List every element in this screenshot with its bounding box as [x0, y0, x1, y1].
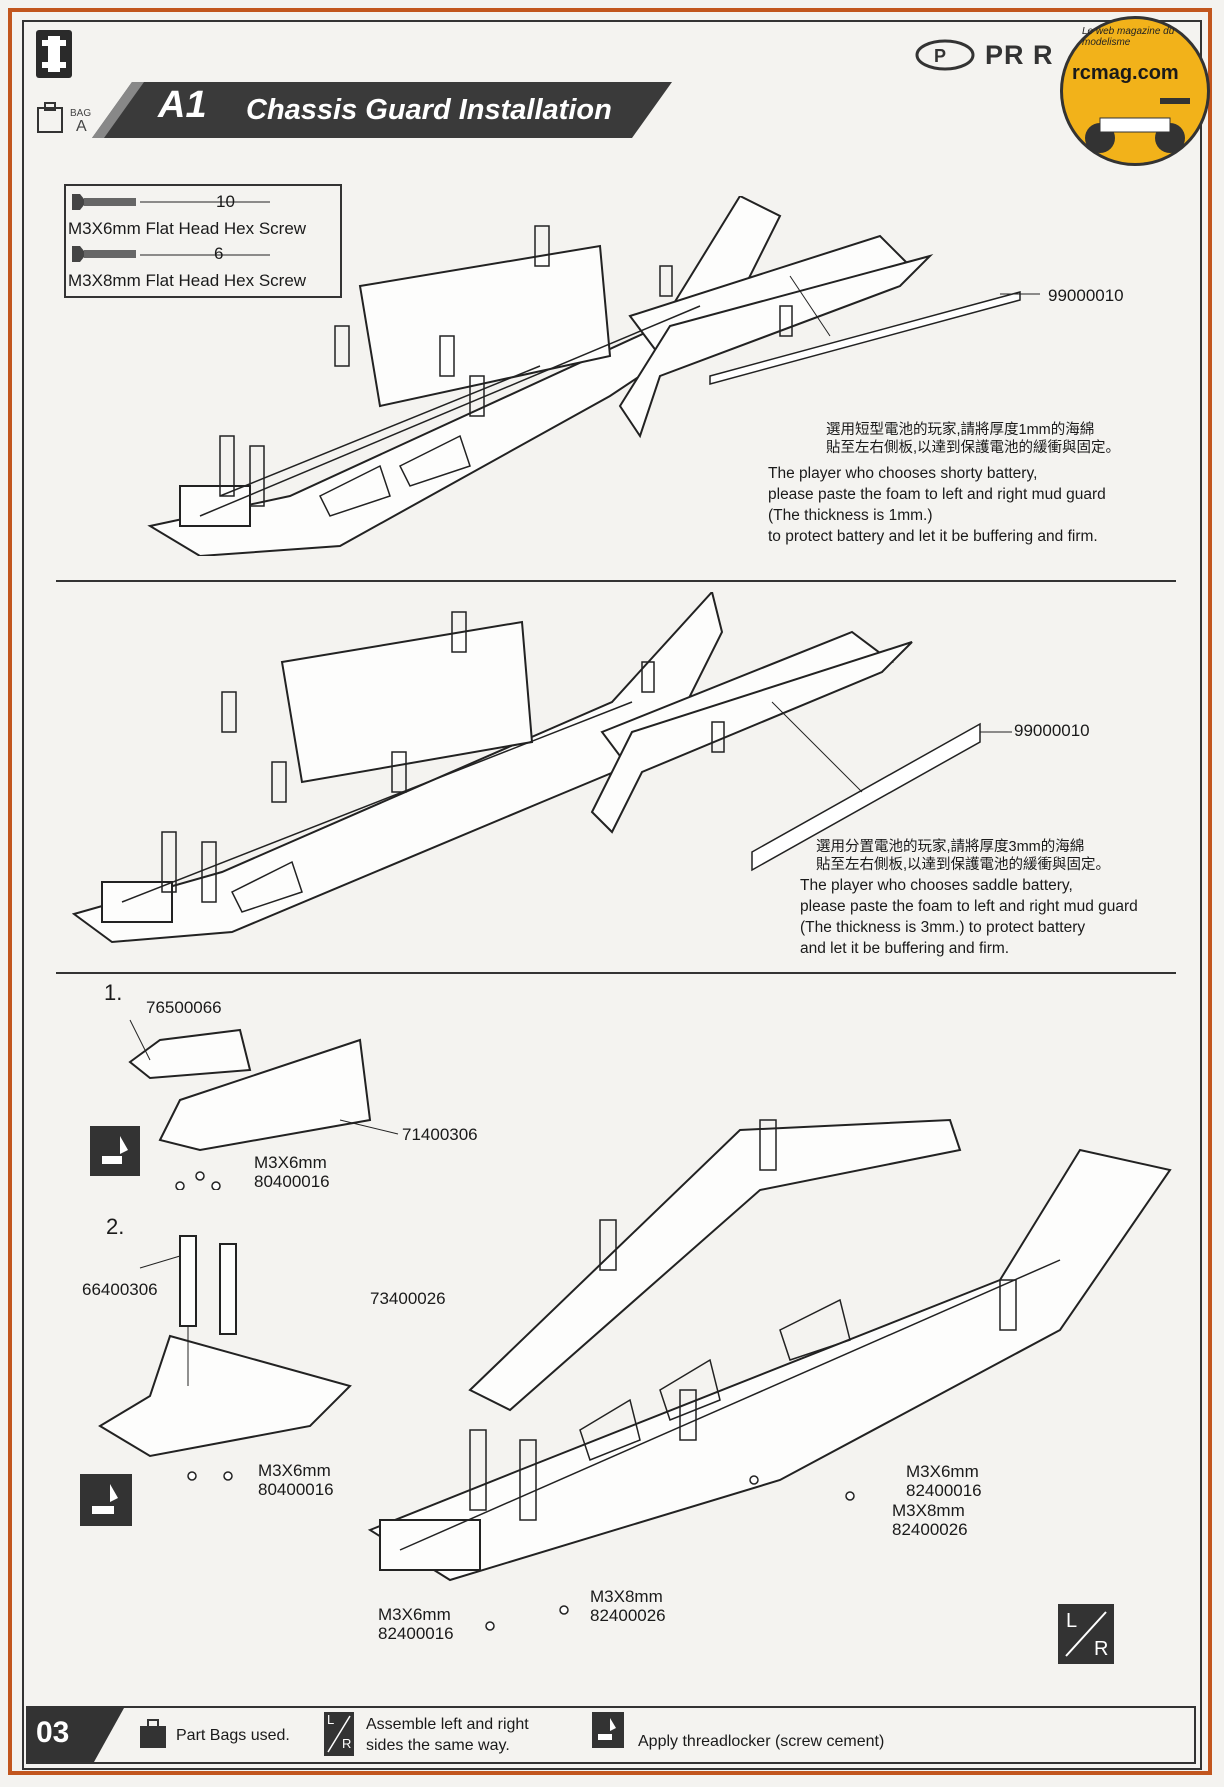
lr-badge-l: L [1066, 1610, 1078, 1632]
screw-qty-2: 6 [214, 244, 224, 263]
part-66400306: 66400306 [82, 1280, 158, 1299]
step-code: A1 [158, 84, 207, 126]
screw-legend: 10 M3X6mm Flat Head Hex Screw 6 M3X8mm F… [64, 184, 342, 298]
leader-line [140, 254, 270, 256]
part-73400026: 73400026 [370, 1289, 446, 1308]
note-en-2d: and let it be buffering and firm. [800, 940, 1010, 957]
header-band [92, 82, 672, 138]
screw-b6-pn: 82400016 [378, 1624, 454, 1643]
watermark-sub: Le web magazine du modelisme [1082, 26, 1175, 48]
screw-s1-pn: 80400016 [254, 1172, 330, 1191]
screw-r6-pn: 82400016 [906, 1481, 982, 1500]
part-number-foam-2: 99000010 [1014, 721, 1090, 740]
watermark-text: rcmag.com [1072, 62, 1179, 84]
bag-icon [36, 100, 64, 134]
brand-name: PR R [985, 40, 1054, 70]
section-divider [56, 972, 1176, 974]
step-title: Chassis Guard Installation [246, 94, 612, 126]
section-divider [56, 580, 1176, 582]
page-border [8, 8, 1212, 1775]
part-76500066: 76500066 [146, 998, 222, 1017]
screw-r6-label: M3X6mm [906, 1462, 979, 1481]
brand-logo-icon: P [914, 38, 976, 72]
screw-r8-pn: 82400026 [892, 1520, 968, 1539]
footer-lr-icon [324, 1712, 354, 1756]
bag-icon [138, 1718, 168, 1750]
bag-letter: A [76, 118, 87, 135]
chassis-drawing-section1 [147, 196, 1040, 556]
footer-part-bags: Part Bags used. [176, 1727, 290, 1744]
footer-threadlocker: Apply threadlocker (screw cement) [638, 1733, 885, 1750]
step-number-2: 2. [106, 1214, 125, 1239]
note-zh-2a: 選用分置電池的玩家,請將厚度3mm的海綿 [816, 839, 1085, 855]
watermark-logo [1060, 16, 1210, 166]
part-71400306: 71400306 [402, 1125, 478, 1144]
note-en-1d: to protect battery and let it be bufferi… [768, 528, 1098, 545]
lr-badge [1058, 1604, 1114, 1664]
lr-badge-r: R [1094, 1638, 1109, 1660]
part-number-foam-1: 99000010 [1048, 286, 1124, 305]
page-number: 03 [36, 1716, 70, 1749]
threadlocker-icon [80, 1474, 132, 1526]
note-en-2a: The player who chooses saddle battery, [800, 877, 1073, 894]
leader-line [140, 201, 270, 203]
footer-lr-l: L [327, 1712, 335, 1727]
page-number-tab [28, 1708, 124, 1762]
note-zh-2b: 貼至左右側板,以達到保護電池的緩衝與固定。 [816, 857, 1111, 873]
note-en-1b: please paste the foam to left and right … [768, 486, 1106, 503]
screw-s1-label: M3X6mm [254, 1153, 327, 1172]
screw-label-1: M3X6mm Flat Head Hex Screw [68, 219, 307, 238]
front-plate-drawing [128, 1019, 399, 1190]
screw-r8-label: M3X8mm [892, 1501, 965, 1520]
footer-assemble-2: sides the same way. [366, 1737, 510, 1754]
flat-screw-icon [72, 246, 136, 262]
footer-lr-r: R [342, 1736, 352, 1751]
bag-label: BAG [70, 108, 92, 119]
threadlocker-icon [90, 1126, 140, 1176]
screw-s2-label: M3X6mm [258, 1461, 331, 1480]
threadlocker-icon [592, 1712, 624, 1748]
screw-b8-label: M3X8mm [590, 1587, 663, 1606]
chassis-drawing-section2 [72, 592, 1012, 944]
note-zh-1a: 選用短型電池的玩家,請將厚度1mm的海綿 [826, 422, 1095, 438]
screw-label-2: M3X8mm Flat Head Hex Screw [68, 271, 307, 290]
step-number-1: 1. [104, 980, 123, 1005]
screw-b6-label: M3X6mm [378, 1605, 451, 1624]
front-plate-posts-drawing [98, 1235, 352, 1481]
chassis-icon [36, 30, 72, 78]
note-en-2c: (The thickness is 3mm.) to protect batte… [800, 919, 1086, 936]
note-en-2b: please paste the foam to left and right … [800, 898, 1138, 915]
inner-frame [22, 20, 1202, 1770]
note-zh-1b: 貼至左右側板,以達到保護電池的緩衝與固定。 [826, 440, 1121, 456]
assembled-chassis-drawing [367, 1118, 1172, 1631]
footer-assemble-1: Assemble left and right [366, 1716, 529, 1733]
note-en-1a: The player who chooses shorty battery, [768, 465, 1038, 482]
screw-s2-pn: 80400016 [258, 1480, 334, 1499]
flat-screw-icon [72, 194, 136, 210]
buggy-icon [1070, 88, 1200, 158]
note-en-1c: (The thickness is 1mm.) [768, 507, 933, 524]
svg-text:P: P [934, 46, 946, 66]
screw-b8-pn: 82400026 [590, 1606, 666, 1625]
screw-qty-1: 10 [216, 192, 235, 211]
